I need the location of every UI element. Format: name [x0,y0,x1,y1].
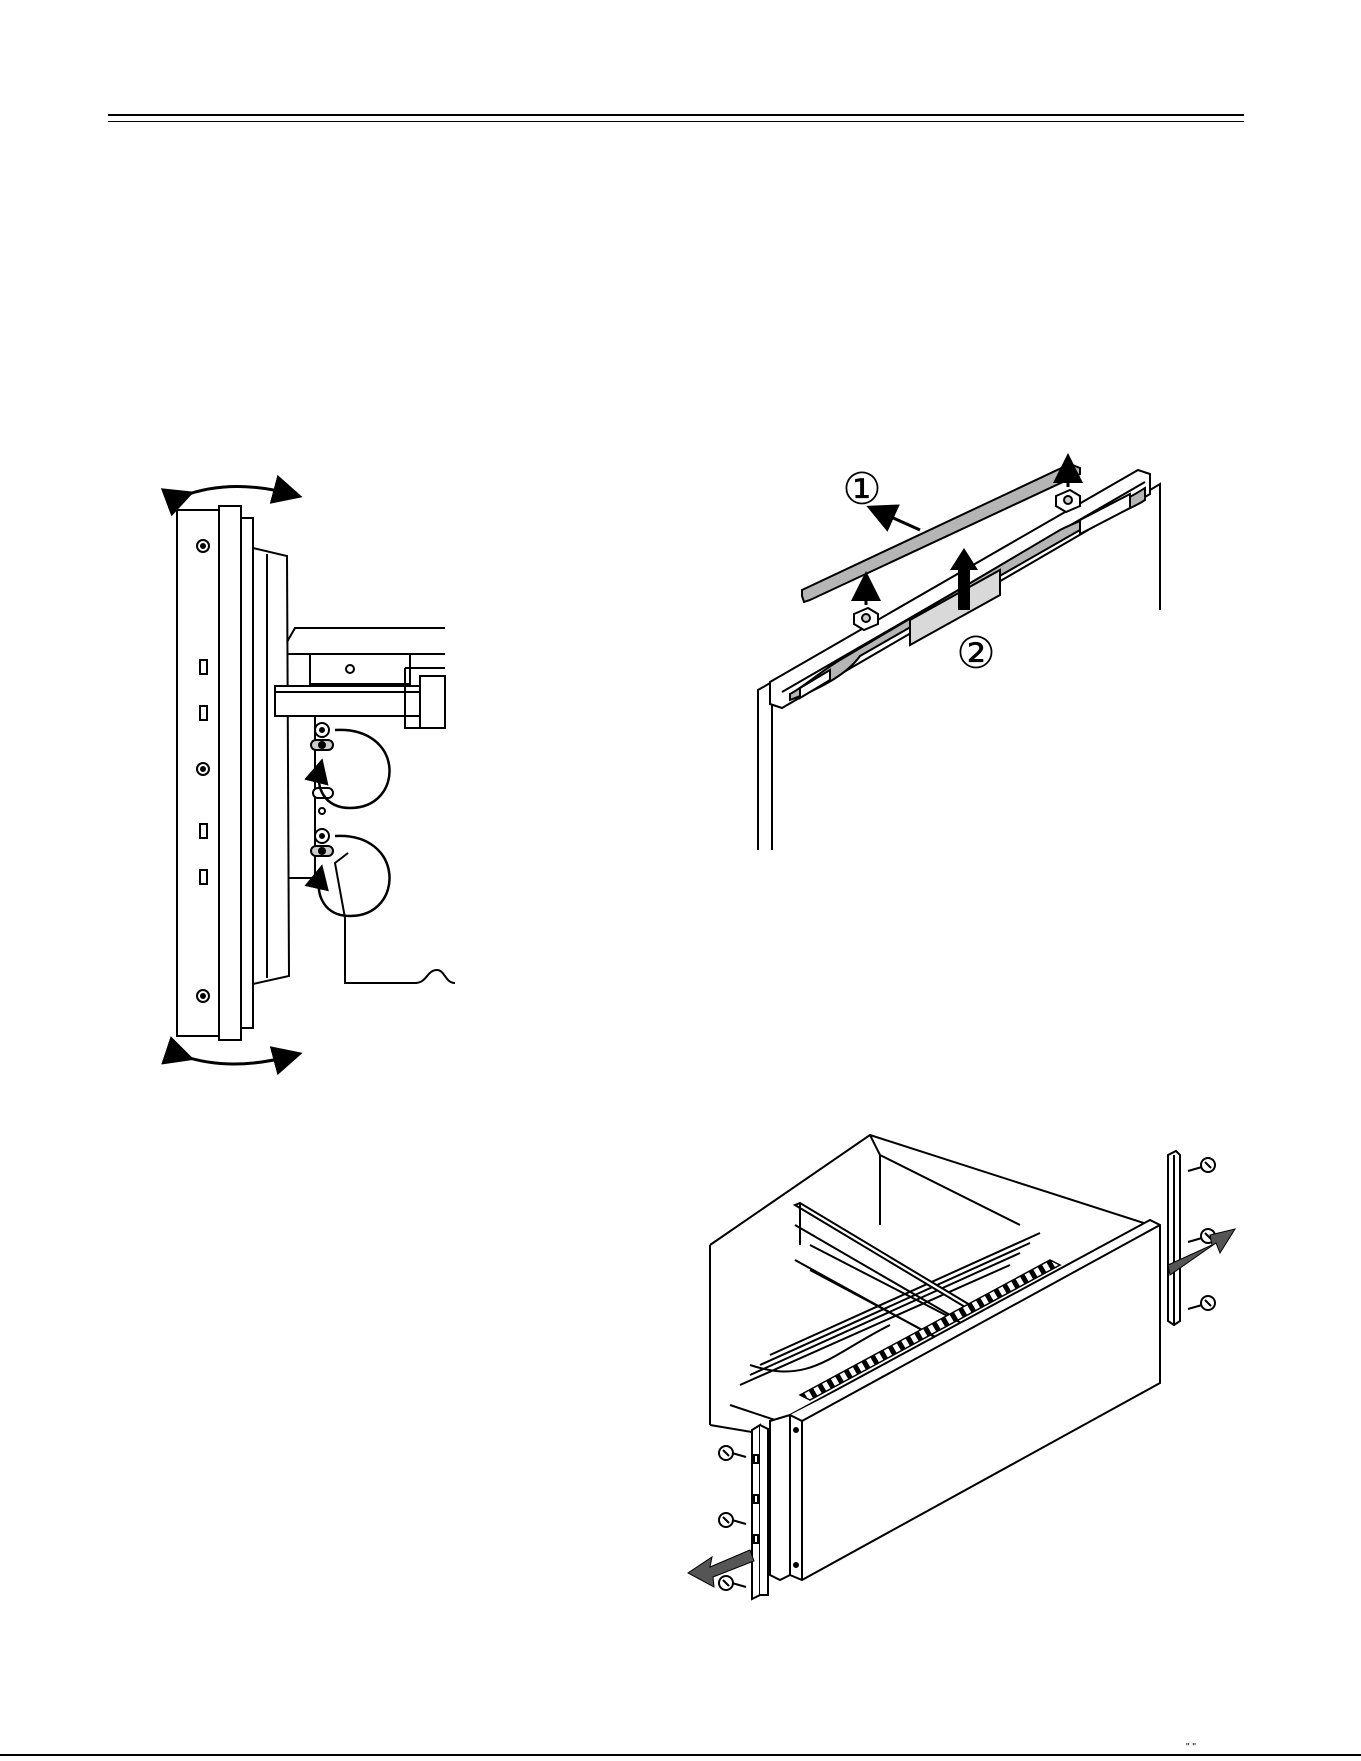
right-rail [1168,1151,1180,1325]
drawer-front-panel [770,1220,1160,1580]
crossbar-figure: ① ② [750,460,1200,860]
door-hinge-figure [165,478,465,1078]
footer-rule [0,1754,1361,1756]
wire-line [335,853,455,983]
drawer-figure [690,1125,1250,1605]
door-panel [177,506,289,1040]
swing-arrow-bottom-icon [183,1056,291,1064]
callout-2: ② [956,628,995,679]
hinge-bracket [275,628,445,878]
header-rule-bottom [108,121,1244,122]
swing-arrow-top-icon [183,486,291,496]
callout-1: ① [842,464,881,515]
left-rail [752,1425,768,1599]
footer-marks: " " [1186,1742,1196,1753]
header-rule-top [108,114,1244,116]
